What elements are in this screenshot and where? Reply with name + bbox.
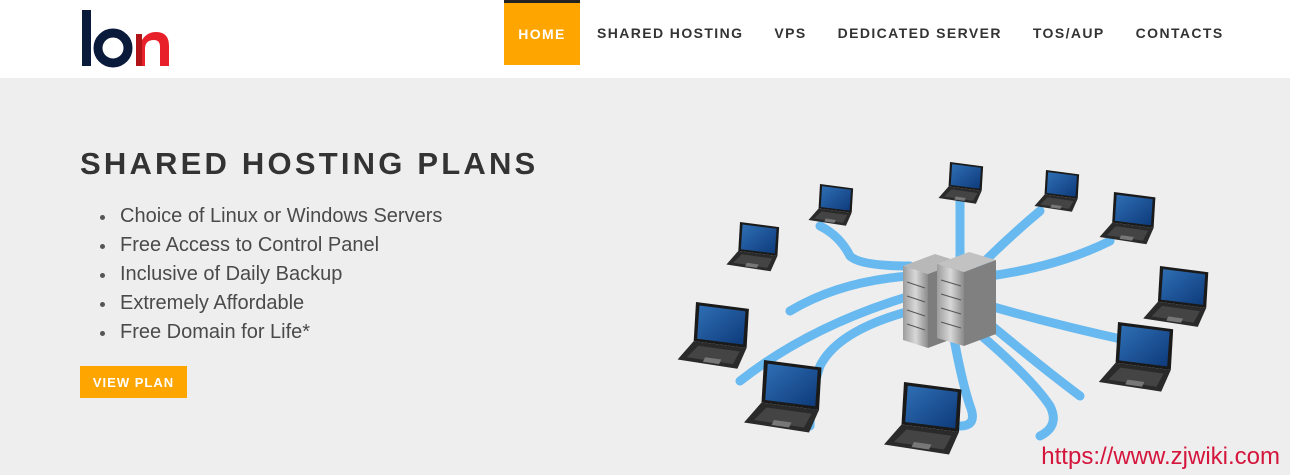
nav-dedicated-server[interactable]: DEDICATED SERVER (837, 24, 1002, 41)
hero-title: SHARED HOSTING PLANS (80, 146, 539, 181)
nav-home[interactable]: HOME (504, 0, 580, 65)
feature-item: Extremely Affordable (100, 289, 442, 318)
network-lines (735, 191, 1135, 441)
server-icon (903, 252, 996, 348)
nav-contacts[interactable]: CONTACTS (1135, 24, 1224, 41)
feature-item: Free Domain for Life* (100, 318, 442, 347)
nav-shared-hosting[interactable]: SHARED HOSTING (597, 24, 744, 41)
feature-item: Choice of Linux or Windows Servers (100, 202, 442, 231)
site-header: HOME SHARED HOSTING VPS DEDICATED SERVER… (0, 0, 1290, 78)
feature-item: Inclusive of Daily Backup (100, 260, 442, 289)
nav-vps[interactable]: VPS (774, 24, 807, 41)
watermark-text: https://www.zjwiki.com (1041, 443, 1280, 470)
nav-tos-aup[interactable]: TOS/AUP (1032, 24, 1105, 41)
view-plan-button[interactable]: VIEW PLAN (80, 366, 187, 398)
main-nav: HOME SHARED HOSTING VPS DEDICATED SERVER… (504, 0, 1224, 65)
hero-banner: SHARED HOSTING PLANS Choice of Linux or … (0, 78, 1290, 475)
feature-item: Free Access to Control Panel (100, 231, 442, 260)
network-illustration (677, 162, 1209, 455)
feature-list: Choice of Linux or Windows Servers Free … (100, 202, 442, 347)
lon-logo[interactable] (80, 10, 172, 68)
